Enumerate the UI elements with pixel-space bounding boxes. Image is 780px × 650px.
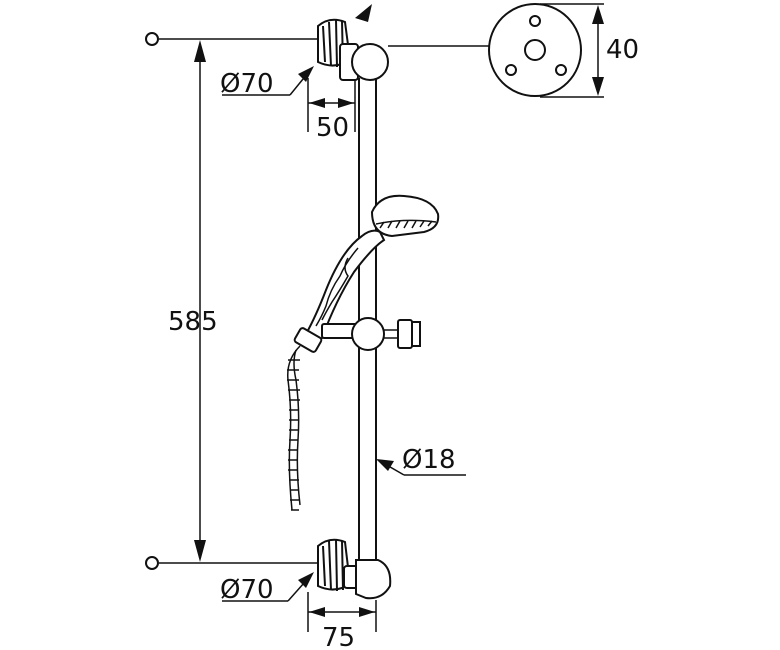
- top-projection-label: 50: [316, 113, 349, 143]
- mounting-distance-label: 585: [168, 307, 218, 337]
- height-dimension-line: [194, 40, 206, 562]
- bottom-diameter-leader: [222, 572, 314, 602]
- top-bracket-pointer: [355, 4, 372, 22]
- rail-diameter-label: Ø18: [402, 445, 456, 475]
- plate-thickness-label: 40: [606, 35, 639, 65]
- bottom-bracket-diameter-label: Ø70: [220, 575, 274, 605]
- top-bracket-diameter-label: Ø70: [220, 69, 274, 99]
- bottom-mounting-reference: [145, 556, 318, 570]
- top-wall-bracket: [317, 18, 389, 81]
- top-diameter-leader: [222, 66, 314, 96]
- bottom-wall-bracket: [317, 538, 392, 600]
- shower-hose: [287, 345, 301, 511]
- top-mounting-reference: [145, 32, 318, 46]
- bottom-projection-label: 75: [322, 623, 355, 650]
- rail-diameter-leader: [376, 459, 466, 476]
- hand-shower: [293, 194, 440, 353]
- mounting-plate: [488, 3, 582, 97]
- top-projection-dimension: [307, 78, 356, 132]
- bottom-projection-dimension: [307, 592, 377, 632]
- plate-thickness-dimension: [540, 3, 604, 98]
